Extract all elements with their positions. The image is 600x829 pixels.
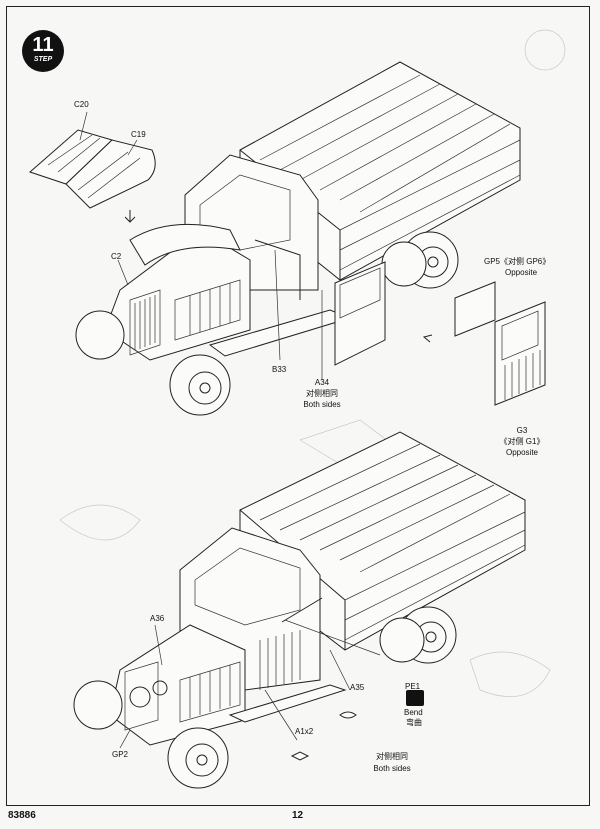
bottom-wheels [73, 606, 457, 789]
bottom-running-board [228, 684, 347, 723]
label-g3-cn: 《对侧 G1》 [499, 437, 545, 446]
bottom-truck [73, 431, 526, 789]
arrow-door [422, 334, 433, 343]
label-gp2: GP2 [112, 750, 129, 759]
label-c19: C19 [131, 130, 146, 139]
catalog-number: 83886 [8, 810, 36, 821]
label-c20: C20 [74, 100, 89, 109]
label-pe1: PE1 [405, 682, 421, 691]
top-wheels [75, 231, 459, 416]
page-frame [6, 6, 590, 806]
label-c2: C2 [111, 252, 122, 261]
hood-parts [29, 129, 156, 209]
bend-symbol-icon [406, 690, 424, 706]
label-g3: G3 [516, 426, 528, 435]
top-engine-front [104, 223, 251, 361]
step-word: STEP [33, 56, 53, 63]
label-a34-cn: 对侧相同 [306, 389, 338, 398]
label-b33: B33 [272, 365, 287, 374]
bottom-engine-front [109, 624, 246, 746]
label-gp5-en: Opposite [505, 268, 538, 277]
label-a35: A35 [350, 683, 365, 692]
label-gp5: GP5《对侧 GP6》 [484, 257, 551, 266]
label-a36: A36 [150, 614, 165, 623]
label-both-sides-cn: 对侧相同 [376, 752, 408, 761]
top-door-installed [334, 261, 386, 366]
pe1-rod [281, 597, 323, 623]
label-bend-cn: 弯曲 [406, 718, 422, 727]
label-bend-en: Bend [404, 708, 423, 717]
a1-part [290, 751, 310, 761]
label-a34: A34 [314, 378, 330, 387]
label-a1x2: A1x2 [295, 727, 314, 736]
top-truck [29, 61, 546, 416]
label-g3-en: Opposite [505, 448, 539, 457]
step-number: 11 [32, 34, 54, 56]
step-badge: 11 STEP [22, 30, 64, 72]
a35-part [339, 711, 357, 719]
door-part-g3 [454, 281, 546, 406]
label-both-sides-en: Both sides [373, 764, 411, 773]
arrow-hood [124, 210, 136, 223]
label-a34-en: Both sides [303, 400, 341, 409]
page-number: 12 [292, 810, 304, 821]
